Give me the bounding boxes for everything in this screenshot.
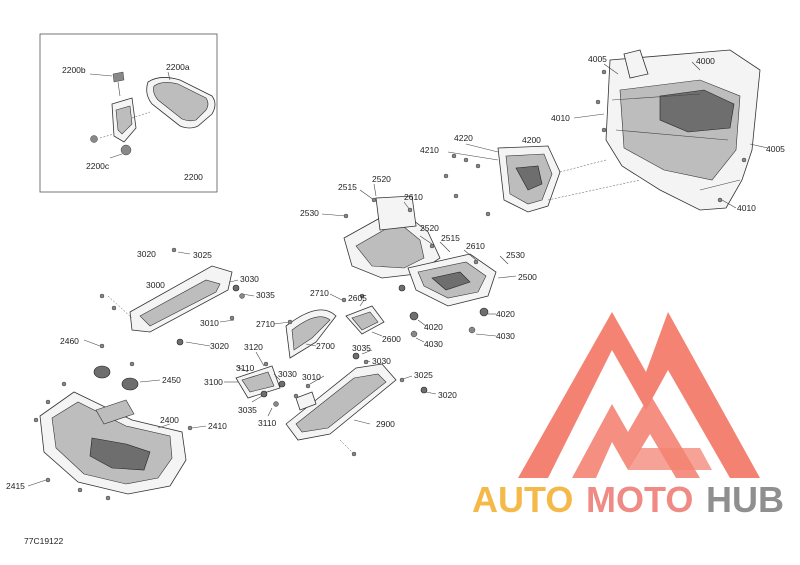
screw-2200c: [90, 135, 98, 143]
callout-label: 3025: [193, 250, 212, 260]
inset-box: 2200b 2200a 2200c 2200: [39, 33, 218, 193]
part-2700-fender: [285, 309, 337, 359]
callout-label: 2530: [300, 208, 319, 218]
callout-label: 2605: [348, 293, 367, 303]
callout-label: 4220: [454, 133, 473, 143]
callout-label: 2515: [441, 233, 460, 243]
watermark-text-moto: MOTO: [586, 479, 693, 520]
part-2450-mount: [93, 365, 139, 391]
callout-label: 4210: [420, 145, 439, 155]
inset-label: 2200b: [62, 65, 86, 75]
callout-label: 2460: [60, 336, 79, 346]
callout-label: 2520: [372, 174, 391, 184]
part-2530-floor-panel: [343, 195, 441, 279]
part-2900-right-rail: [285, 363, 397, 441]
callout-label: 4200: [522, 135, 541, 145]
callout-label: 2900: [376, 419, 395, 429]
callout-label: 2700: [316, 341, 335, 351]
part-4000-rear-box: [605, 49, 761, 211]
inset-label: 2200c: [86, 161, 110, 171]
part-4200-panel: [497, 145, 561, 213]
callout-label: 2710: [256, 319, 275, 329]
callout-label: 3010: [302, 372, 321, 382]
callout-label: 3010: [200, 318, 219, 328]
callout-label: 3000: [146, 280, 165, 290]
callout-label: 3035: [352, 343, 371, 353]
inset-label: 2200a: [166, 62, 190, 72]
callout-label: 3110: [258, 418, 277, 428]
callout-label: 4010: [551, 113, 570, 123]
watermark: AUTO MOTO HUB: [472, 312, 784, 520]
callout-label: 3030: [278, 369, 297, 379]
watermark-text-auto: AUTO: [472, 479, 573, 520]
callout-label: 2600: [382, 334, 401, 344]
part-3100-bracket: [235, 365, 281, 399]
figure-code: 77C19122: [24, 536, 64, 546]
callout-label: 2610: [404, 192, 423, 202]
callout-label: 2515: [338, 182, 357, 192]
callout-label: 2400: [160, 415, 179, 425]
part-2600-cover: [345, 305, 385, 335]
callout-label: 3100: [204, 377, 223, 387]
callout-label: 2610: [466, 241, 485, 251]
bolt-2200b: [112, 71, 125, 97]
part-3000-left-rail: [129, 265, 233, 333]
callout-label: 4030: [424, 339, 443, 349]
callout-label: 3020: [210, 341, 229, 351]
callout-label: 2530: [506, 250, 525, 260]
callout-label: 3020: [137, 249, 156, 259]
callout-label: 3035: [256, 290, 275, 300]
watermark-triangle-logo: [518, 312, 760, 478]
callout-label: 2415: [6, 481, 25, 491]
callout-label: 4020: [424, 322, 443, 332]
part-2400-floor-pan: [39, 391, 187, 495]
callout-label: 4000: [696, 56, 715, 66]
callout-label: 4005: [766, 144, 785, 154]
callout-label: 4020: [496, 309, 515, 319]
mirror-bracket: [111, 97, 137, 143]
callout-label: 3120: [244, 342, 263, 352]
callout-label: 3030: [240, 274, 259, 284]
callout-label: 4030: [496, 331, 515, 341]
callout-label: 2500: [518, 272, 537, 282]
callout-label: 4010: [737, 203, 756, 213]
callout-label: 4005: [588, 54, 607, 64]
nut-2200c: [120, 144, 132, 156]
callout-label: 3110: [236, 363, 255, 373]
callout-label: 3030: [372, 356, 391, 366]
watermark-text-hub: HUB: [706, 479, 784, 520]
callout-label: 2410: [208, 421, 227, 431]
callout-label: 3025: [414, 370, 433, 380]
part-2500-console: [407, 253, 497, 307]
callout-label: 2520: [420, 223, 439, 233]
inset-label: 2200: [184, 172, 203, 182]
callout-label: 3035: [238, 405, 257, 415]
callout-label: 3020: [438, 390, 457, 400]
mirror-part: [146, 77, 216, 129]
callout-label: 2710: [310, 288, 329, 298]
callout-label: 2450: [162, 375, 181, 385]
